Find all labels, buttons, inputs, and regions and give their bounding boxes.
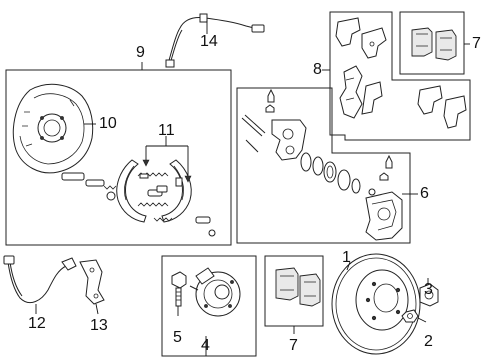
callout-5: 5 (173, 329, 182, 346)
callout-12: 12 (28, 315, 46, 332)
box-6-caliper-group (236, 87, 411, 244)
brake-hose-12 (3, 255, 77, 314)
callout-8: 8 (313, 61, 322, 78)
callout-7-lower: 7 (289, 337, 298, 354)
callout-3: 3 (424, 281, 433, 298)
hub-assembly-4 (189, 267, 241, 317)
box-4-hub-group (161, 255, 257, 357)
brake-shoes-11 (61, 136, 216, 237)
backing-plate-10 (12, 83, 96, 174)
callout-2: 2 (424, 333, 433, 350)
brake-pads-7-lower (275, 267, 321, 334)
brake-rotor-1 (331, 253, 421, 355)
callout-11: 11 (158, 122, 175, 139)
box-7-upper-pad-kit (399, 11, 465, 75)
callout-9: 9 (136, 44, 145, 61)
bracket-13 (79, 259, 105, 315)
callout-4: 4 (201, 337, 210, 354)
callout-1: 1 (342, 249, 351, 266)
caliper-assembly-6 (241, 88, 418, 241)
callout-13: 13 (90, 317, 108, 334)
box-9-drum-brake-group (5, 69, 232, 246)
callout-6: 6 (420, 185, 429, 202)
brake-pads-7-upper (411, 27, 470, 61)
nut-2 (401, 309, 427, 323)
callout-10: 10 (99, 115, 117, 132)
box-8-pad-hardware-group (329, 11, 471, 141)
callout-7-upper: 7 (472, 35, 481, 52)
pad-hardware-8 (322, 17, 467, 129)
hub-bolt-5 (171, 271, 187, 316)
callout-14: 14 (200, 33, 218, 50)
lug-nut-3 (419, 278, 439, 307)
sensor-wire-14 (165, 13, 265, 68)
